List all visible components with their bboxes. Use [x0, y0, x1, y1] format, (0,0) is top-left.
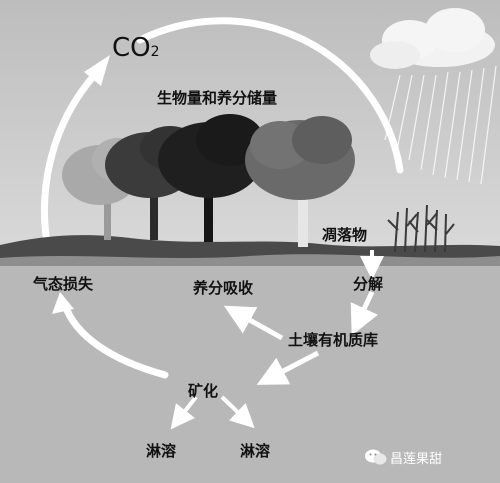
leaching-right-label: 淋溶: [240, 442, 271, 460]
co2-uptake-arrow: [136, 17, 404, 174]
soil-to-mineral-arrow: [256, 350, 320, 385]
watermark-text: 昌莲果甜: [390, 452, 443, 467]
mineralization-label: 矿化: [188, 382, 219, 400]
ground-surface: [0, 235, 500, 262]
co2-main-text: CO: [112, 33, 151, 63]
mineral-to-gas-arrow: [61, 301, 169, 379]
gas-loss-to-co2-arrow: [41, 74, 96, 262]
mineral-to-leach-left-arrow: [170, 395, 198, 430]
biomass-storage-label: 生物量和养分储量: [157, 89, 278, 107]
leaching-left-label: 淋溶: [146, 442, 177, 460]
forest-trees: [62, 114, 355, 247]
litter-label: 凋落物: [322, 226, 368, 244]
arrowhead-top-left-icon: [84, 55, 110, 86]
co2-label: CO2: [112, 33, 160, 63]
decomp-to-soil-arrow: [350, 290, 378, 336]
nutrient-uptake-label: 养分吸收: [193, 279, 254, 297]
decomposition-label: 分解: [353, 275, 384, 293]
soil-background: [0, 255, 500, 483]
soil-organic-pool-label: 土壤有机质库: [288, 331, 379, 349]
rain-cloud-icon: [370, 8, 497, 185]
co2-subscript: 2: [150, 44, 160, 60]
maize-crop-icon: [387, 204, 455, 253]
gaseous-loss-label: 气态损失: [33, 275, 94, 293]
wechat-icon: [365, 449, 387, 465]
mineral-to-leach-right-arrow: [220, 395, 255, 429]
arrowhead-gas-loss-icon: [52, 292, 74, 314]
soil-to-uptake-arrow: [223, 305, 284, 341]
